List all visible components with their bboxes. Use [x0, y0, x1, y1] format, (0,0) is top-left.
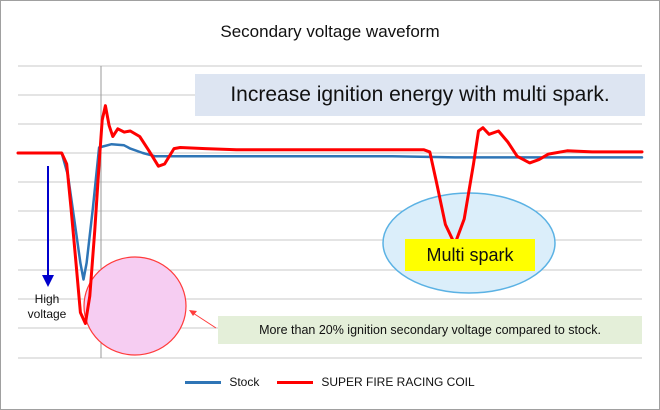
- legend-item-racing-coil: SUPER FIRE RACING COIL: [277, 375, 475, 389]
- callout-arrow: [189, 310, 217, 329]
- series-layer: [16, 104, 644, 325]
- comparison-note: More than 20% ignition secondary voltage…: [218, 316, 642, 344]
- headline-banner: Increase ignition energy with multi spar…: [195, 74, 645, 116]
- legend-swatch-racing-coil: [277, 380, 314, 384]
- legend-label-racing-coil: SUPER FIRE RACING COIL: [321, 375, 475, 389]
- multi-spark-label: Multi spark: [405, 239, 535, 271]
- series-line-stock: [16, 142, 644, 281]
- high-voltage-line-2: voltage: [27, 307, 67, 321]
- high-voltage-highlight-circle: [83, 256, 187, 356]
- legend-swatch-stock: [185, 380, 222, 384]
- high-voltage-label: High voltage: [22, 292, 72, 322]
- high-voltage-arrow: [42, 166, 54, 287]
- high-voltage-line-1: High: [34, 292, 60, 306]
- series-line-racing-coil: [16, 104, 644, 325]
- legend-item-stock: Stock: [185, 375, 259, 389]
- chart-title: Secondary voltage waveform: [220, 22, 440, 41]
- legend: Stock SUPER FIRE RACING COIL: [0, 375, 660, 389]
- legend-label-stock: Stock: [229, 375, 260, 389]
